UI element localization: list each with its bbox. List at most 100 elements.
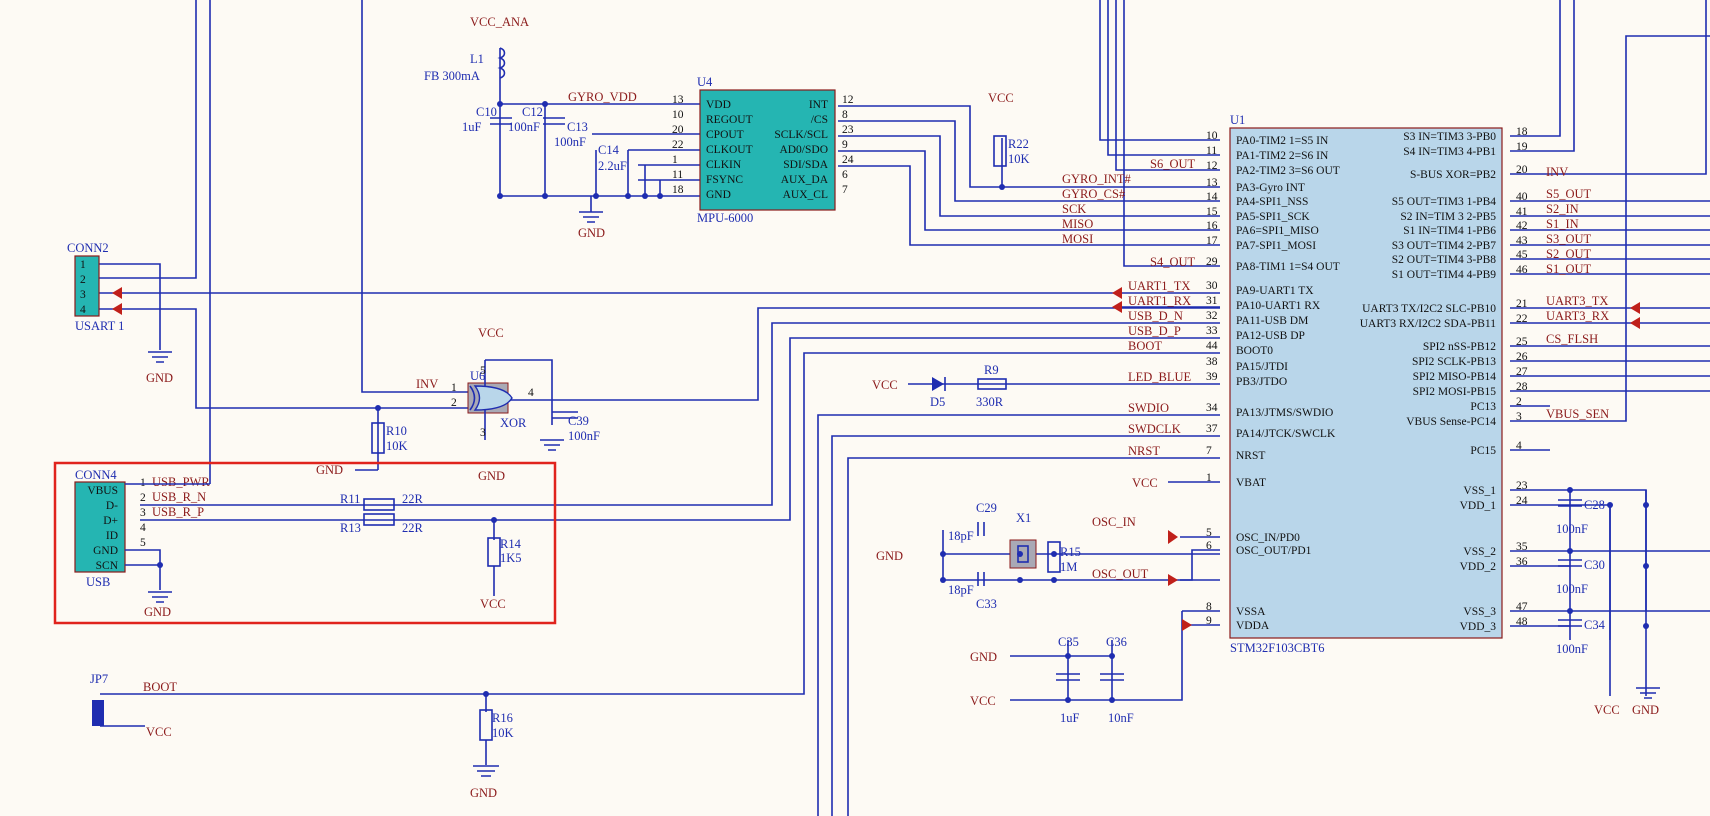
c28-value: 100nF [1556, 522, 1588, 536]
r16-value: 10K [492, 726, 514, 740]
u1-pin-name: SPI2 MISO-PB14 [1413, 371, 1497, 383]
r13-ref: R13 [340, 521, 361, 535]
highlight-box [53, 461, 557, 625]
conn4-pin-name: VBUS [87, 485, 118, 497]
u1-pin-number: 5 [1206, 527, 1212, 539]
u1-ref: U1 [1230, 113, 1245, 127]
c28-ref: C28 [1584, 498, 1605, 512]
r15-ref: R15 [1060, 545, 1081, 559]
gnd-label-usb: GND [144, 605, 171, 619]
u6-pin5: 5 [480, 365, 486, 377]
u1-pin-name: VSS_2 [1463, 546, 1496, 558]
c39-ref: C39 [568, 414, 589, 428]
conn4-pin-name: ID [106, 530, 118, 542]
c36-value: 10nF [1108, 711, 1134, 725]
u1-pin-name: PA14/JTCK/SWCLK [1236, 428, 1336, 440]
u1-pin-number: 38 [1206, 356, 1218, 368]
junction-dot [1643, 563, 1649, 569]
u6-xor-gate: U6 XOR 1 2 3 4 5 INV [416, 360, 534, 440]
conn4-pin-name: D- [106, 500, 118, 512]
u1-pin-name: S5 OUT=TIM3 1-PB4 [1392, 196, 1496, 208]
vcc-label-right: VCC [1594, 703, 1620, 717]
u1-pin-name: UART3 TX/I2C2 SLC-PB10 [1362, 303, 1496, 315]
junction-dot [1643, 502, 1649, 508]
u4-pin-name: AD0/SDO [779, 144, 828, 156]
c29-value: 18pF [948, 529, 974, 543]
port-flags [112, 287, 1640, 631]
u1-pin-name: PA13/JTMS/SWDIO [1236, 407, 1333, 419]
junctions [375, 101, 1649, 703]
junction-dot [1607, 502, 1613, 508]
passives: L1 FB 300mA VCC_ANA C10 1uF C12 100nF C1… [143, 15, 1659, 800]
net-cs-flsh: CS_FLSH [1546, 332, 1598, 346]
u1-pin-name: PA8-TIM1 1=S4 OUT [1236, 261, 1340, 273]
u1-pin-name: S4 IN=TIM3 4-PB1 [1403, 146, 1496, 158]
c34-ref: C34 [1584, 618, 1606, 632]
junction-dot [940, 577, 946, 583]
conn4-pin3: 3 [140, 507, 146, 519]
u1-pin-number: 25 [1516, 336, 1528, 348]
junction-dot [1051, 551, 1057, 557]
u1-pin-name: PA1-TIM2 2=S6 IN [1236, 150, 1329, 162]
junction-dot [1017, 577, 1023, 583]
u4-pin-number: 9 [842, 139, 848, 151]
r14-ref: R14 [500, 537, 522, 551]
u4-pin-name: /CS [811, 114, 828, 126]
net-gyro-vdd: GYRO_VDD [568, 90, 637, 104]
u1-pin-number: 46 [1516, 264, 1528, 276]
u1-pin-number: 44 [1206, 340, 1218, 352]
u1-pin-name: VSSA [1236, 606, 1266, 618]
jp7-jumper: JP7 [90, 672, 108, 726]
u1-pin-name: PA10-UART1 RX [1236, 300, 1321, 312]
u1-pin-name: VSS_1 [1463, 485, 1496, 497]
net-s5-out: S5_OUT [1546, 187, 1592, 201]
u1-pin-number: 27 [1516, 366, 1528, 378]
u1-pin-name: VBUS Sense-PC14 [1406, 416, 1496, 428]
r16-ref: R16 [492, 711, 513, 725]
u1-pin-name: PC15 [1470, 445, 1496, 457]
conn4-part: USB [86, 575, 110, 589]
u1-pin-number: 15 [1206, 206, 1218, 218]
c12-value: 100nF [508, 120, 540, 134]
u1-pin-number: 16 [1206, 220, 1218, 232]
u1-pin-number: 42 [1516, 220, 1528, 232]
net-vbus-sen: VBUS_SEN [1546, 407, 1609, 421]
net-s3-out: S3_OUT [1546, 232, 1592, 246]
u1-pin-number: 24 [1516, 495, 1528, 507]
u1-pin-number: 47 [1516, 601, 1528, 613]
conn2-connector: CONN2 USART 1 1 2 3 4 [67, 241, 124, 333]
junction-dot [999, 184, 1005, 190]
u6-ref: U6 [470, 369, 485, 383]
u1-pin-number: 32 [1206, 310, 1218, 322]
junction-dot [1109, 653, 1115, 659]
c35-value: 1uF [1060, 711, 1080, 725]
u1-pin-name: UART3 RX/I2C2 SDA-PB11 [1360, 318, 1497, 330]
u4-pin-name: SDI/SDA [783, 159, 828, 171]
net-boot: BOOT [1128, 339, 1162, 353]
u1-pin-number: 39 [1206, 371, 1218, 383]
u1-pin-number: 37 [1206, 423, 1218, 435]
u1-pin-name: VSS_3 [1463, 606, 1496, 618]
c10-ref: C10 [476, 105, 497, 119]
vcc-label-c35: VCC [970, 694, 996, 708]
u4-pin-number: 1 [672, 154, 678, 166]
net-led-blue: LED_BLUE [1128, 370, 1192, 384]
u1-pin-number: 22 [1516, 313, 1528, 325]
u1-pin-name: SPI2 MOSI-PB15 [1413, 386, 1497, 398]
u1-pin-name: PA12-USB DP [1236, 330, 1305, 342]
c29-ref: C29 [976, 501, 997, 515]
c33-value: 18pF [948, 583, 974, 597]
c30-value: 100nF [1556, 582, 1588, 596]
u4-pin-name: CLKOUT [706, 144, 753, 156]
r22-ref: R22 [1008, 137, 1029, 151]
u1-pin-number: 9 [1206, 615, 1212, 627]
conn4-pin-name: D+ [103, 515, 118, 527]
u4-pin-number: 8 [842, 109, 848, 121]
u4-pin-name: AUX_CL [783, 189, 828, 201]
u1-pin-number: 3 [1516, 411, 1522, 423]
conn4-pin4: 4 [140, 522, 146, 534]
junction-dot [483, 691, 489, 697]
junction-dot [1017, 551, 1023, 557]
